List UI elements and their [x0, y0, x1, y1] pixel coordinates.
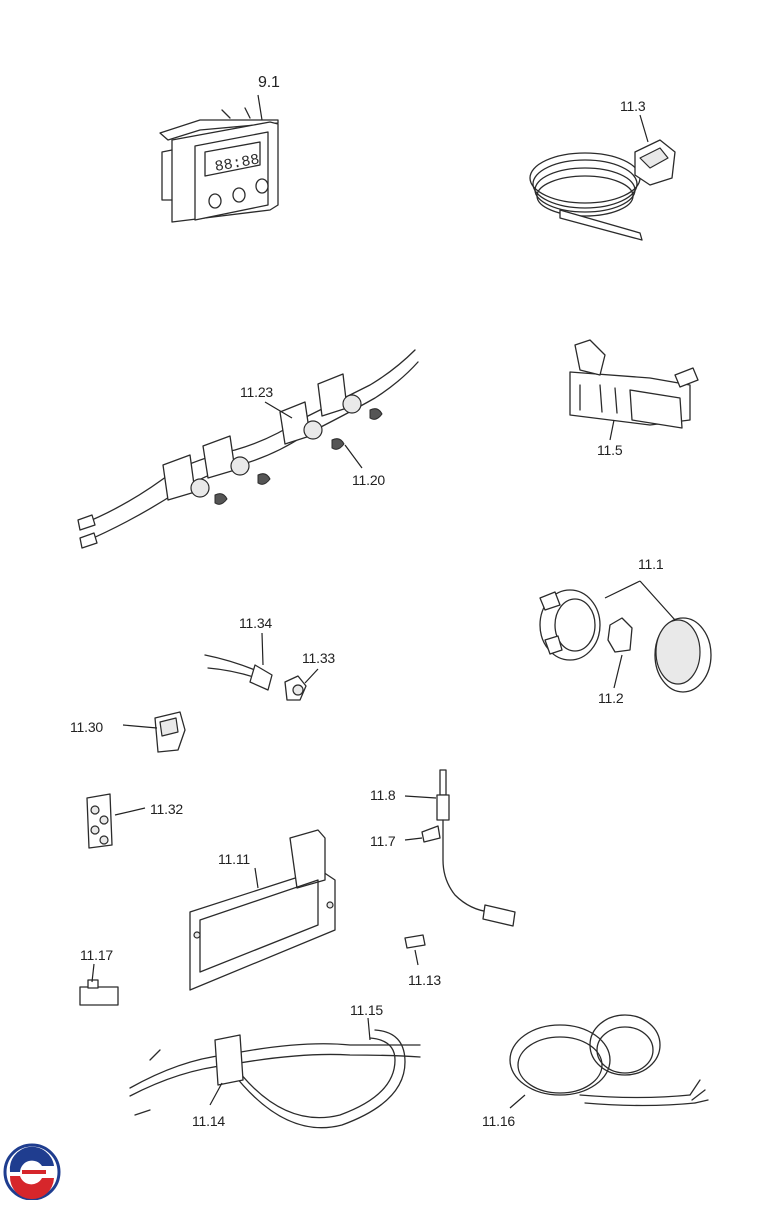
- label-11-15: 11.15: [350, 1002, 383, 1018]
- part-11-30-clip: [122, 711, 186, 753]
- part-11-1-lamp-assembly: [539, 580, 712, 693]
- label-11-3: 11.3: [620, 98, 646, 114]
- label-9-1: 9.1: [258, 74, 280, 91]
- part-11-15-cable-harness: [129, 1017, 421, 1129]
- label-11-2: 11.2: [598, 690, 624, 706]
- label-11-32: 11.32: [150, 801, 183, 817]
- label-11-23: 11.23: [240, 384, 273, 400]
- part-11-8-thermocouple: [404, 769, 516, 927]
- part-11-17-plate: [79, 963, 119, 1006]
- label-11-17: 11.17: [80, 947, 113, 963]
- label-11-20: 11.20: [352, 472, 385, 488]
- part-11-23-switch-chain: [77, 349, 419, 549]
- part-11-3-thermostat: [529, 114, 676, 241]
- label-11-7: 11.7: [370, 833, 396, 849]
- brand-logo-icon: [2, 1140, 62, 1201]
- part-9-1-timer: 88:88: [159, 94, 279, 223]
- label-11-14: 11.14: [192, 1113, 225, 1129]
- label-11-1: 11.1: [638, 556, 664, 572]
- label-11-11: 11.11: [218, 851, 250, 867]
- label-11-33: 11.33: [302, 650, 335, 666]
- part-11-13-insert: [404, 934, 426, 966]
- label-11-13: 11.13: [408, 972, 441, 988]
- label-11-8: 11.8: [370, 787, 396, 803]
- label-11-5: 11.5: [597, 442, 623, 458]
- part-11-32-terminal-block: [86, 793, 146, 849]
- part-11-11-bracket: [189, 829, 336, 991]
- part-11-34-33-connector: [204, 632, 319, 701]
- part-11-16-wiring-loom: [509, 1014, 709, 1109]
- label-11-30: 11.30: [70, 719, 103, 735]
- label-11-16: 11.16: [482, 1113, 515, 1129]
- label-11-34: 11.34: [239, 615, 272, 631]
- part-11-5-switch-block: [569, 339, 699, 441]
